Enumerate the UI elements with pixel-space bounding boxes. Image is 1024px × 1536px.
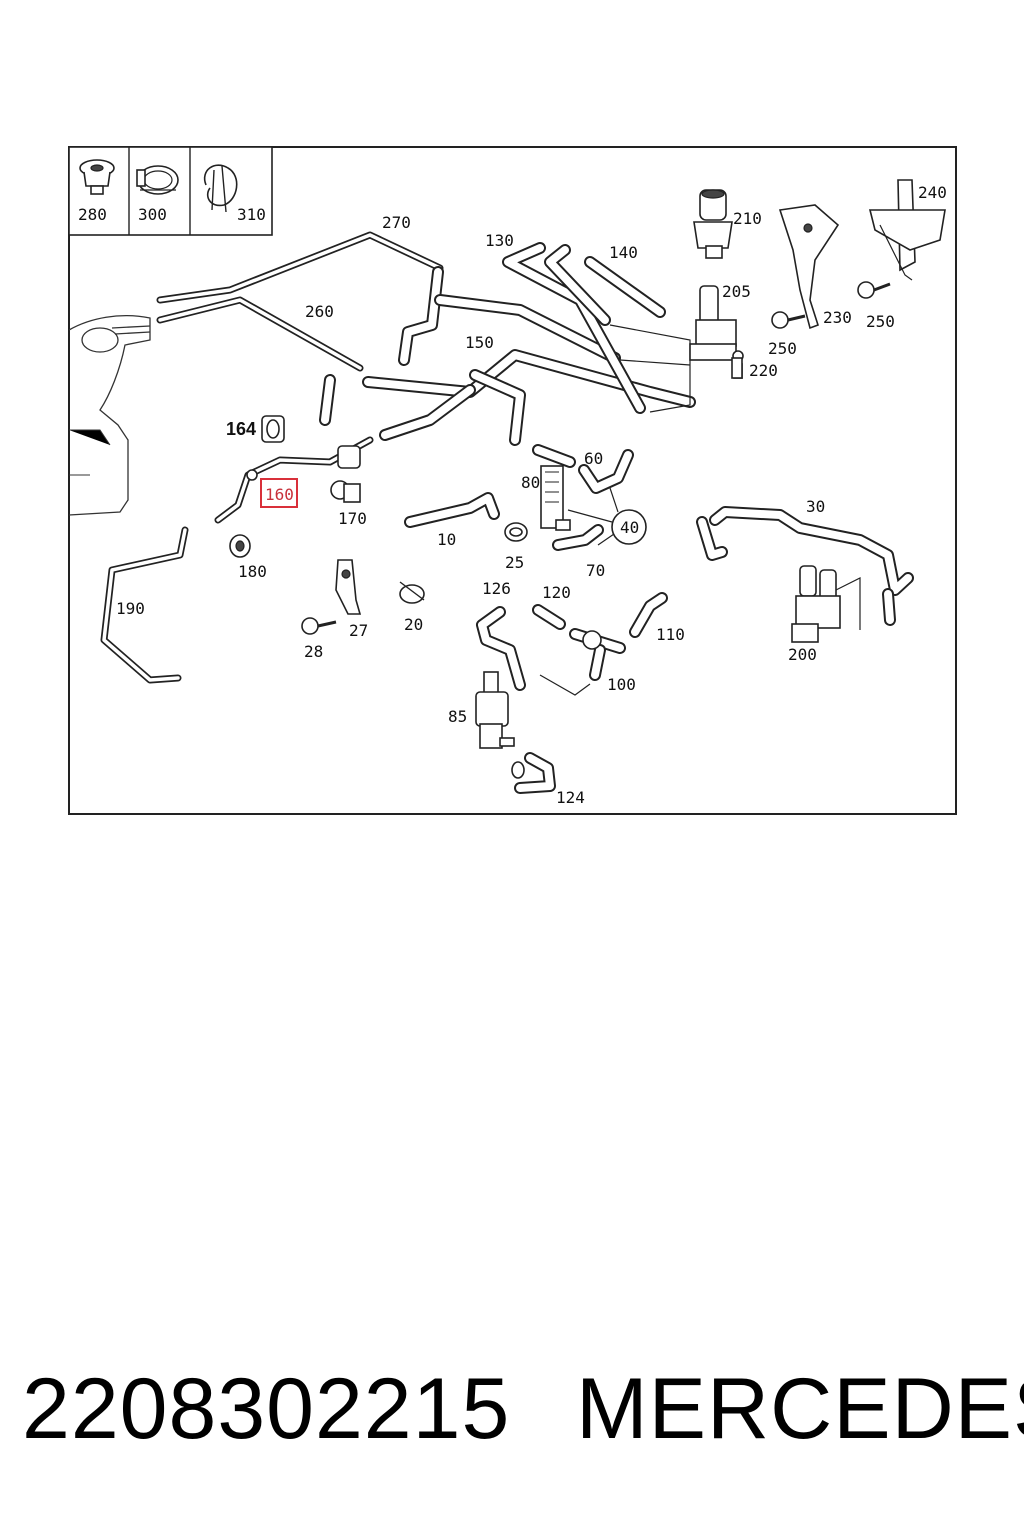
label-210: 210 — [733, 209, 762, 228]
bolt-28 — [301, 617, 337, 635]
hose-130 — [502, 242, 646, 414]
brand-name: MERCEDES — [576, 1361, 1024, 1457]
grommet-icon — [79, 159, 115, 195]
clamp-20 — [399, 581, 425, 604]
legend-label-310: 310 — [237, 205, 266, 224]
sensor-220 — [731, 357, 743, 379]
bolt-250-b — [857, 281, 891, 299]
label-30: 30 — [806, 497, 825, 516]
label-120: 120 — [542, 583, 571, 602]
bracket-240 — [868, 179, 946, 281]
pump-85 — [475, 671, 515, 749]
label-85: 85 — [448, 707, 467, 726]
label-160: 160 — [265, 485, 294, 504]
label-205: 205 — [722, 282, 751, 301]
label-230: 230 — [823, 308, 852, 327]
label-250-a: 250 — [768, 339, 797, 358]
hose-60 — [578, 449, 634, 494]
label-110: 110 — [656, 625, 685, 644]
pipe-260 — [156, 296, 364, 372]
grommet-164 — [261, 415, 285, 443]
bolt-250-a — [771, 311, 806, 329]
hose-10 — [404, 492, 500, 528]
hose-150 — [319, 294, 696, 446]
pipe-160 — [214, 436, 374, 524]
label-25: 25 — [505, 553, 524, 572]
bracket-230 — [778, 204, 840, 330]
label-28: 28 — [304, 642, 323, 661]
legend-label-300: 300 — [138, 205, 167, 224]
label-240: 240 — [918, 183, 947, 202]
label-124: 124 — [556, 788, 585, 807]
callout-40 — [567, 487, 647, 546]
tee-100 — [539, 628, 626, 696]
clamp-25 — [504, 522, 528, 542]
label-190: 190 — [116, 599, 145, 618]
hose-110 — [629, 592, 668, 638]
label-100: 100 — [607, 675, 636, 694]
label-40: 40 — [620, 518, 639, 537]
hose-70 — [552, 524, 604, 551]
label-200: 200 — [788, 645, 817, 664]
valve-200 — [791, 565, 861, 643]
label-126: 126 — [482, 579, 511, 598]
legend-label-280: 280 — [78, 205, 107, 224]
hose-120 — [532, 604, 566, 630]
label-220: 220 — [749, 361, 778, 380]
hose-clamp-icon — [136, 165, 179, 195]
hose-30 — [696, 506, 914, 626]
pipe-270 — [156, 231, 444, 304]
sensor-210 — [693, 189, 733, 259]
hose-140 — [544, 244, 666, 326]
label-250-b: 250 — [866, 312, 895, 331]
part-number: 2208302215 — [22, 1361, 511, 1457]
engine-block-outline — [68, 315, 151, 516]
label-10: 10 — [437, 530, 456, 549]
highlight-box-160 — [260, 478, 298, 508]
label-150: 150 — [465, 333, 494, 352]
fitting-170 — [330, 480, 361, 503]
hose-124 — [511, 752, 556, 794]
legend-box: 280 300 310 — [68, 146, 273, 236]
pipe-190 — [100, 526, 189, 684]
label-60: 60 — [584, 449, 603, 468]
bracket-27 — [335, 559, 362, 615]
label-27: 27 — [349, 621, 368, 640]
label-130: 130 — [485, 231, 514, 250]
grommet-180 — [229, 534, 251, 558]
callout-labels: 270 130 140 210 240 205 230 250 250 220 … — [116, 183, 947, 807]
hose-126 — [476, 606, 526, 691]
label-20: 20 — [404, 615, 423, 634]
label-270: 270 — [382, 213, 411, 232]
label-70: 70 — [586, 561, 605, 580]
label-260: 260 — [305, 302, 334, 321]
label-170: 170 — [338, 509, 367, 528]
label-164: 164 — [226, 419, 256, 439]
label-140: 140 — [609, 243, 638, 262]
label-80: 80 — [521, 473, 540, 492]
spring-clamp-icon — [203, 164, 238, 213]
filter-80 — [532, 444, 576, 531]
label-180: 180 — [238, 562, 267, 581]
footer: 2208302215 MERCEDES — [0, 1360, 1024, 1480]
